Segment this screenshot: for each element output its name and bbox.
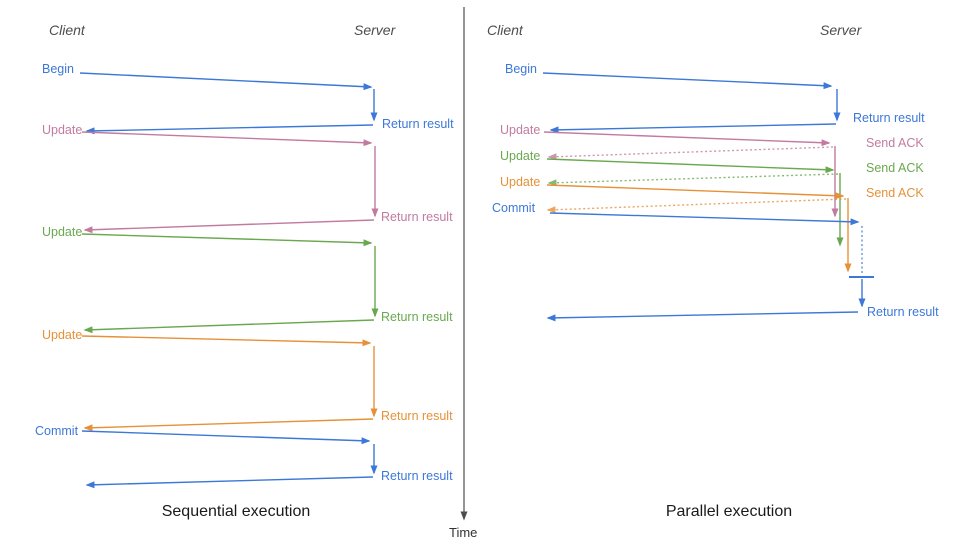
right-update3-request-line: [546, 184, 845, 200]
right-begin-label: Begin: [505, 62, 537, 76]
right-update1-ack-line: [547, 146, 834, 161]
right-update2-label: Update: [500, 149, 541, 163]
left-commit-request-line: [81, 430, 371, 445]
right-update1-request-line: [543, 131, 831, 147]
left-return-result-5: Return result: [381, 469, 453, 483]
left-return-result-2: Return result: [381, 210, 453, 224]
left-update1-label: Update: [42, 123, 83, 137]
left-return-result-1: Return result: [382, 117, 454, 131]
left-update2-request-line: [81, 233, 373, 247]
right-panel-caption: Parallel execution: [665, 503, 793, 520]
left-return-result-3: Return result: [381, 310, 453, 324]
left-server-header: Server: [354, 22, 396, 38]
left-return-result-4: Return result: [381, 409, 453, 423]
right-send-ack-2: Send ACK: [866, 161, 924, 175]
right-server-header: Server: [820, 22, 862, 38]
left-commit-label: Commit: [35, 424, 79, 438]
right-commit-request-line: [549, 212, 860, 226]
right-return-result-final: Return result: [867, 305, 939, 319]
left-update3-response-line: [83, 418, 374, 432]
left-client-header: Client: [49, 22, 85, 38]
right-begin-request-line: [542, 72, 833, 90]
left-begin-request-line: [79, 72, 373, 91]
right-commit-label: Commit: [492, 201, 536, 215]
right-final-response-line: [546, 311, 859, 322]
right-panel-arrows: [542, 72, 874, 322]
right-return-result-1: Return result: [853, 111, 925, 125]
right-update2-ack-line: [547, 173, 839, 187]
left-update2-response-line: [83, 319, 375, 334]
right-update2-request-line: [546, 158, 835, 174]
left-update2-label: Update: [42, 225, 83, 239]
right-send-ack-3: Send ACK: [866, 186, 924, 200]
left-begin-label: Begin: [42, 62, 74, 76]
left-update1-response-line: [83, 219, 375, 234]
left-begin-response-line: [85, 124, 374, 135]
right-update3-ack-line: [546, 198, 847, 214]
left-update3-label: Update: [42, 328, 83, 342]
right-client-header: Client: [487, 22, 523, 38]
left-commit-response-line: [85, 476, 374, 489]
right-send-ack-1: Send ACK: [866, 136, 924, 150]
right-begin-response-line: [549, 123, 837, 134]
left-panel-caption: Sequential execution: [161, 503, 311, 520]
left-update3-request-line: [81, 335, 372, 347]
right-update3-label: Update: [500, 175, 541, 189]
left-panel-arrows: [79, 72, 379, 489]
time-axis-label: Time: [449, 525, 478, 540]
left-update1-request-line: [81, 131, 373, 147]
right-update1-label: Update: [500, 123, 541, 137]
